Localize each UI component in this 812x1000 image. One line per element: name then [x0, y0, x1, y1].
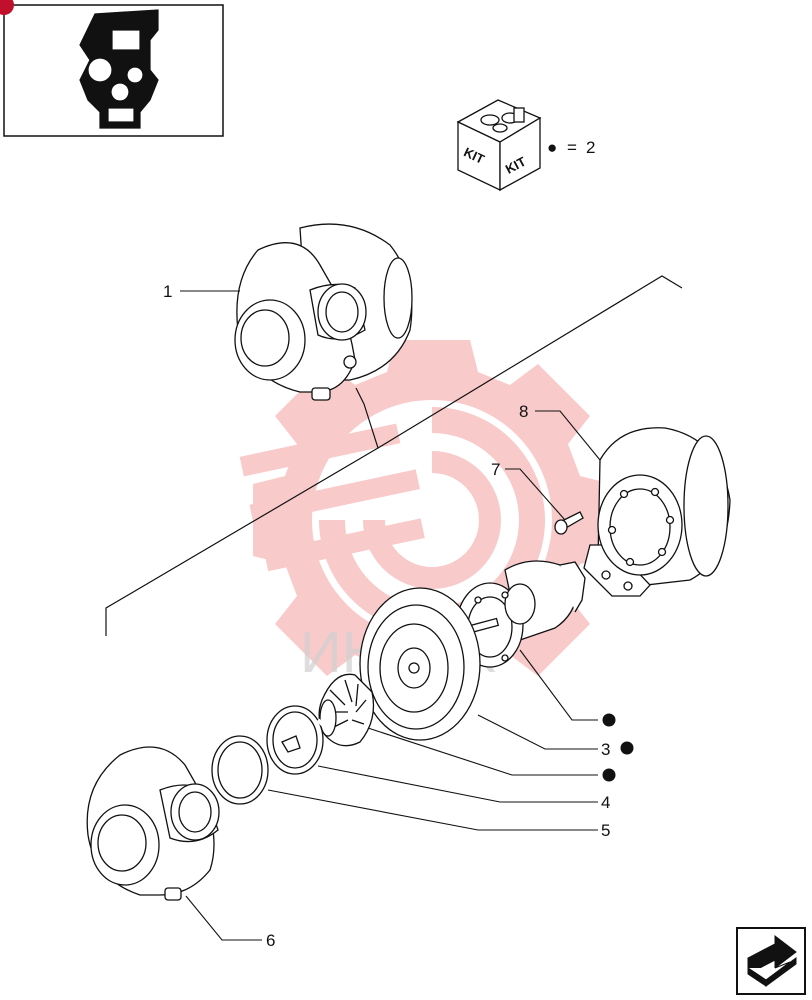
engine-thumbnail-icon: [79, 9, 159, 129]
watermark-logo: [239, 340, 612, 700]
part-compressor-wheel[interactable]: [318, 673, 375, 747]
next-page-arrow-icon: [747, 934, 797, 987]
kit-bullet: ●: [547, 138, 557, 157]
part-4-snap-ring[interactable]: [266, 705, 326, 775]
callout-bullet-2: [602, 768, 616, 782]
kit-legend: KIT KIT ● = 2: [456, 99, 595, 192]
part-3-center-housing[interactable]: [456, 560, 586, 668]
kit-box-icon: [456, 99, 542, 192]
callout-8[interactable]: 8: [519, 402, 528, 421]
next-page-button[interactable]: [736, 927, 806, 995]
kit-equals: =: [567, 138, 577, 157]
leader-lines: [180, 290, 601, 941]
callout-bullet-1: [602, 713, 616, 727]
engine-thumbnail[interactable]: [0, 0, 224, 137]
callout-4[interactable]: 4: [601, 793, 610, 812]
callout-bullet-3: [620, 741, 634, 755]
corner-marker: [0, 0, 14, 15]
assembly-bracket: [105, 275, 683, 636]
part-5-o-ring[interactable]: [211, 735, 269, 805]
part-8-turbine-housing[interactable]: [583, 427, 731, 597]
kit-ref-number: 2: [586, 138, 595, 157]
callout-7[interactable]: 7: [491, 460, 500, 479]
callout-5[interactable]: 5: [601, 821, 610, 840]
part-7-screw[interactable]: [554, 511, 584, 535]
part-6-compressor-housing[interactable]: [86, 746, 220, 901]
callout-1[interactable]: 1: [163, 282, 172, 301]
part-1-turbocharger-assembly[interactable]: [234, 223, 413, 401]
callout-3[interactable]: 3: [601, 740, 610, 759]
part-back-plate[interactable]: [359, 587, 481, 741]
callout-6[interactable]: 6: [266, 931, 275, 950]
